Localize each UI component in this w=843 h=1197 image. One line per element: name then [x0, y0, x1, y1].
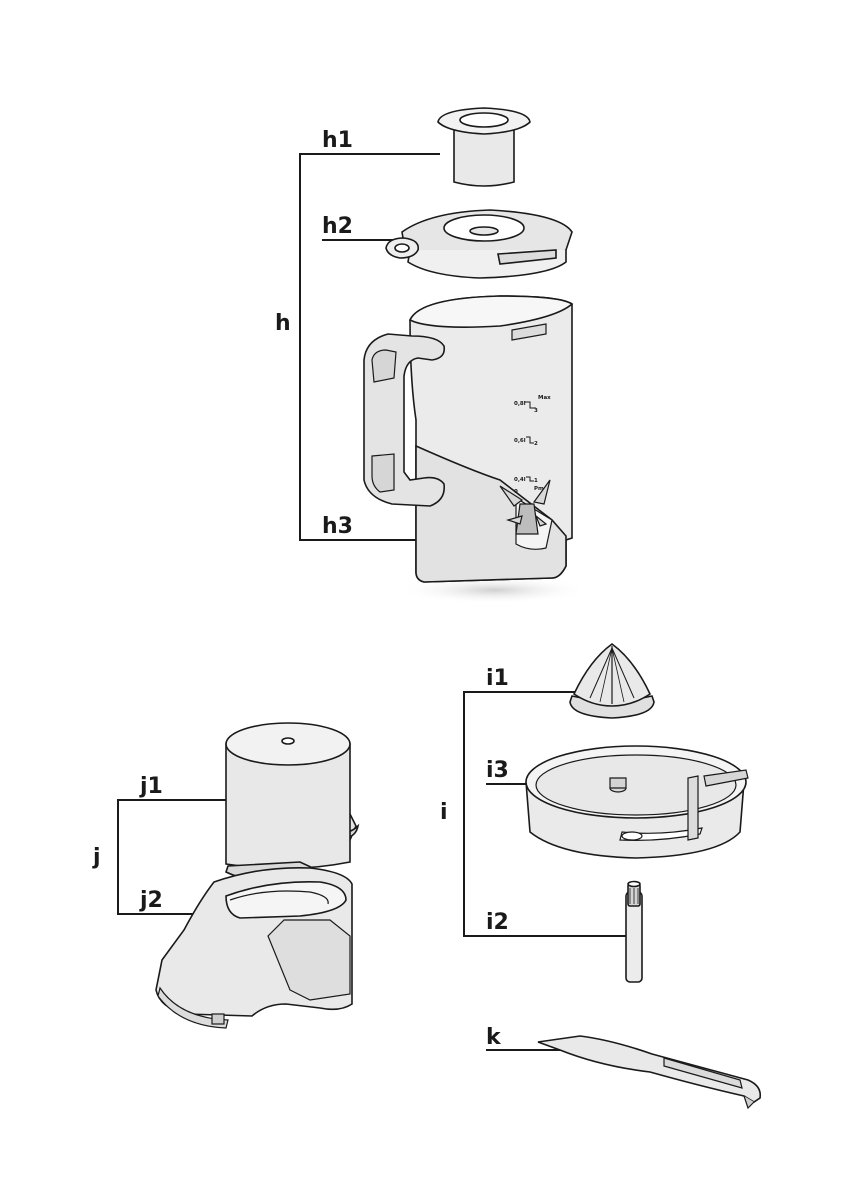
label-h2: h2	[322, 216, 353, 238]
marking-pm: Pm	[534, 486, 544, 492]
marking-1: 1	[534, 478, 538, 484]
label-h1: h1	[322, 130, 353, 152]
juicer-bowl-i3	[526, 746, 748, 858]
label-i3: i3	[486, 760, 509, 782]
chopper-base-j2	[156, 868, 352, 1028]
marking-08: 0,8l	[514, 401, 526, 407]
marking-04: 0,4l	[514, 477, 526, 483]
label-h3: h3	[322, 516, 353, 538]
juicer-shaft-i2	[626, 882, 642, 983]
label-i1: i1	[486, 668, 509, 690]
label-j2: j2	[140, 890, 163, 912]
measuring-cap-h1	[438, 108, 530, 186]
label-k: k	[486, 1027, 501, 1049]
marking-max: Max	[538, 395, 551, 401]
lid-h2	[386, 210, 572, 278]
label-h: h	[275, 313, 291, 335]
juicer-cone-i1	[570, 644, 654, 718]
marking-0: 0	[514, 489, 518, 495]
chopper-lid-j1	[226, 723, 358, 881]
blender-jug-h3	[364, 296, 589, 604]
label-i: i	[440, 802, 448, 824]
label-j1: j1	[140, 776, 163, 798]
label-j: j	[93, 847, 101, 869]
marking-3: 3	[534, 408, 538, 414]
marking-06: 0,6l	[514, 438, 526, 444]
marking-2: 2	[534, 441, 538, 447]
spatula-k-drawing	[538, 1036, 760, 1108]
label-i2: i2	[486, 912, 509, 934]
